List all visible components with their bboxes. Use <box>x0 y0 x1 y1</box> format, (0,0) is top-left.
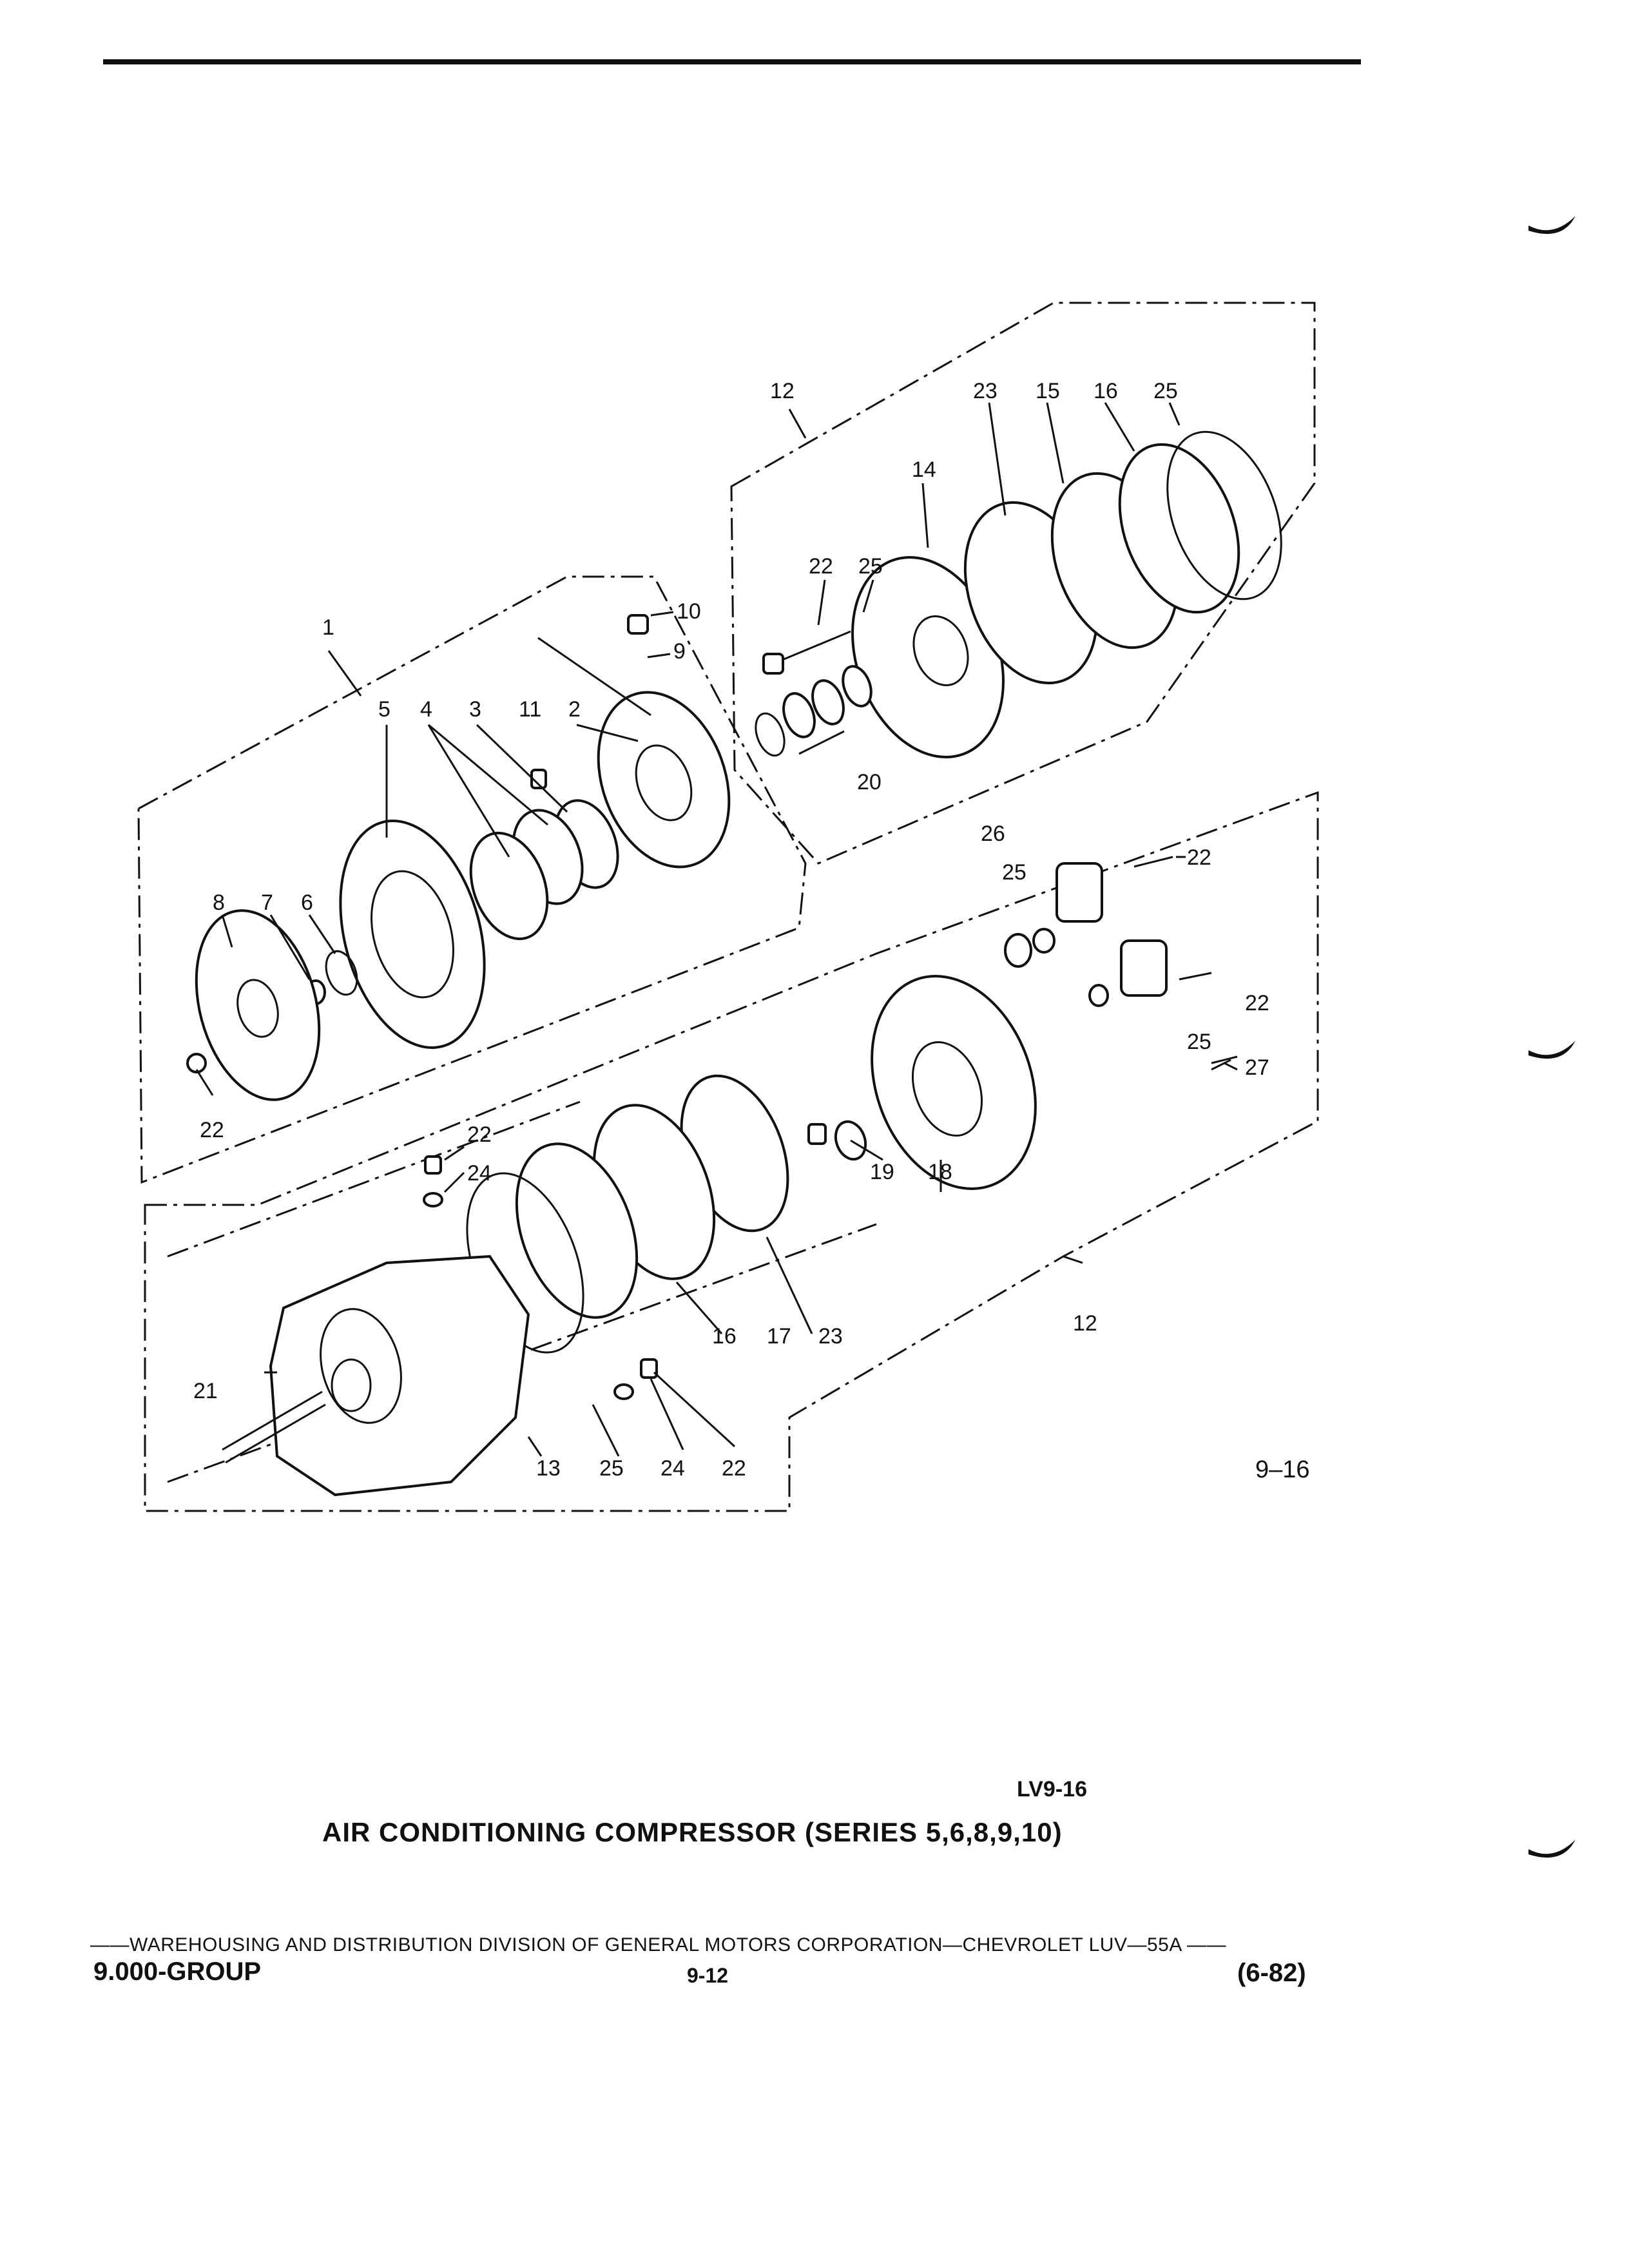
callout-label: 25 <box>1153 379 1178 403</box>
callout-label: 3 <box>469 697 481 722</box>
callout-label: 25 <box>858 554 883 579</box>
callout-label: 22 <box>467 1122 492 1147</box>
callout-label: 22 <box>809 554 833 579</box>
callout-label: 4 <box>420 697 432 722</box>
callout-label: 22 <box>200 1118 224 1142</box>
callout-label: 11 <box>519 697 541 722</box>
callout-label: 16 <box>1094 379 1118 403</box>
callout-label: 20 <box>857 770 882 794</box>
callout-label: 17 <box>767 1324 791 1349</box>
figure-number: 9–16 <box>1255 1456 1310 1483</box>
binder-margin-mark <box>1528 1041 1576 1059</box>
group-12-outline-top <box>730 302 1316 865</box>
rear-head-parts <box>755 430 1282 758</box>
callout-label: 16 <box>712 1324 737 1349</box>
callout-label: 5 <box>378 697 390 722</box>
callout-label: 2 <box>568 697 581 722</box>
compressor-body-parts <box>222 1074 789 1497</box>
footer-publisher-line: ——WAREHOUSING AND DISTRIBUTION DIVISION … <box>90 1934 1227 1956</box>
callout-label: 22 <box>1245 991 1269 1015</box>
callout-label: 24 <box>467 1161 492 1186</box>
callout-label: 13 <box>536 1456 561 1481</box>
figure-code: LV9-16 <box>1017 1777 1087 1802</box>
callout-label: 25 <box>599 1456 624 1481</box>
callout-label: 1 <box>322 615 334 640</box>
binder-margin-mark <box>1528 1840 1576 1858</box>
callout-label: 22 <box>1187 845 1211 870</box>
front-head-parts <box>807 856 1212 1190</box>
callout-labels: 12 23 15 16 25 14 22 25 10 9 1 5 4 3 11 … <box>193 379 1269 1481</box>
figure-caption: AIR CONDITIONING COMPRESSOR (SERIES 5,6,… <box>322 1817 1063 1847</box>
binder-margin-mark <box>1528 216 1576 235</box>
callout-label: 12 <box>770 379 795 403</box>
callout-label: 15 <box>1036 379 1060 403</box>
callout-label: 25 <box>1002 860 1027 885</box>
top-rule <box>103 59 1361 64</box>
group-12-outline-bottom <box>144 791 1319 1512</box>
leader-lines <box>195 402 1238 1457</box>
callout-label: 22 <box>722 1456 746 1481</box>
callout-label: 21 <box>193 1379 218 1403</box>
callout-label: 26 <box>981 822 1005 846</box>
callout-label: 25 <box>1187 1030 1211 1054</box>
callout-label: 14 <box>912 457 936 482</box>
callout-label: 19 <box>870 1160 894 1184</box>
callout-label: 6 <box>301 890 313 915</box>
footer-group: 9.000-GROUP <box>93 1957 262 1986</box>
clutch-parts <box>186 614 731 1101</box>
callout-label: 23 <box>973 379 998 403</box>
callout-label: 24 <box>660 1456 685 1481</box>
footer-page-number: 9-12 <box>687 1964 729 1987</box>
callout-label: 23 <box>818 1324 843 1349</box>
callout-label: 12 <box>1073 1311 1097 1336</box>
footer-revision-date: (6-82) <box>1237 1959 1306 1987</box>
callout-label: 27 <box>1245 1055 1269 1080</box>
callout-label: 8 <box>213 890 225 915</box>
group-1-outline <box>137 575 807 1184</box>
callout-label: 18 <box>928 1160 952 1184</box>
callout-label: 9 <box>673 639 686 664</box>
callout-label: 10 <box>677 599 701 624</box>
callout-label: 7 <box>261 890 273 915</box>
